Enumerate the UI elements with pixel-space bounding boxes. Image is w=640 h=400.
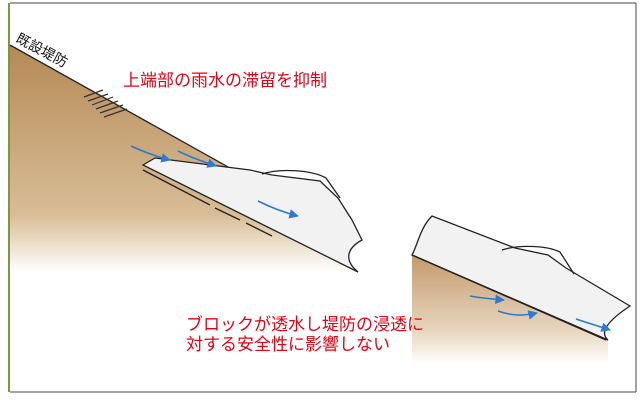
frame (8, 2, 637, 393)
lower-slope-edge (411, 254, 607, 341)
levee-hatching (83, 89, 128, 118)
caption-top: 上端部の雨水の滞留を抑制 (123, 71, 327, 91)
flow-arrow (469, 294, 505, 305)
upper-block-crown (261, 169, 341, 199)
caption-bottom-line1: ブロックが透水し堤防の浸透に (186, 315, 424, 335)
flow-arrows (130, 145, 611, 332)
flow-arrow (130, 145, 171, 163)
flow-arrow (177, 150, 217, 168)
caption-bottom: ブロックが透水し堤防の浸透に 対する安全性に影響しない (186, 315, 424, 355)
flow-arrow (575, 318, 611, 332)
upper-block-joints (142, 169, 273, 237)
flow-arrow (497, 310, 538, 320)
upper-block (141, 157, 363, 273)
lower-soil-slope (412, 255, 608, 364)
lower-block (411, 215, 632, 341)
caption-bottom-line2: 対する安全性に影響しない (186, 335, 390, 355)
lower-block-crown (501, 245, 575, 275)
flow-arrow (257, 200, 299, 219)
